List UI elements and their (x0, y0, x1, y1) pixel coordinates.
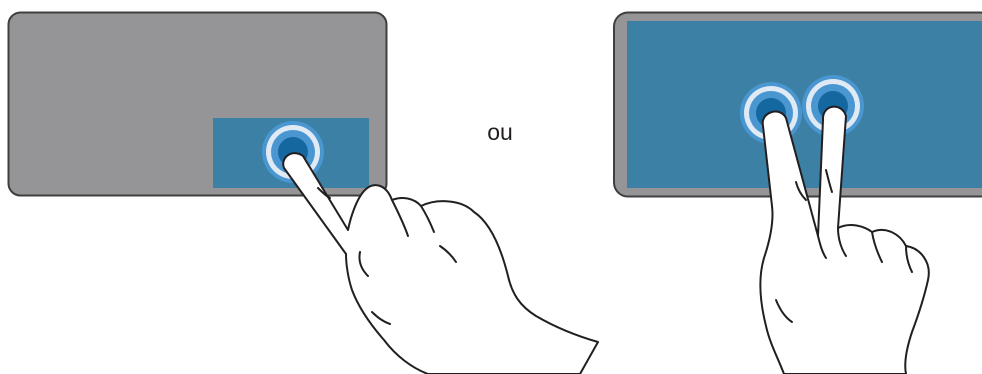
separator-label: ou (470, 118, 530, 146)
left-illustration (9, 13, 599, 374)
right-illustration (614, 13, 982, 374)
